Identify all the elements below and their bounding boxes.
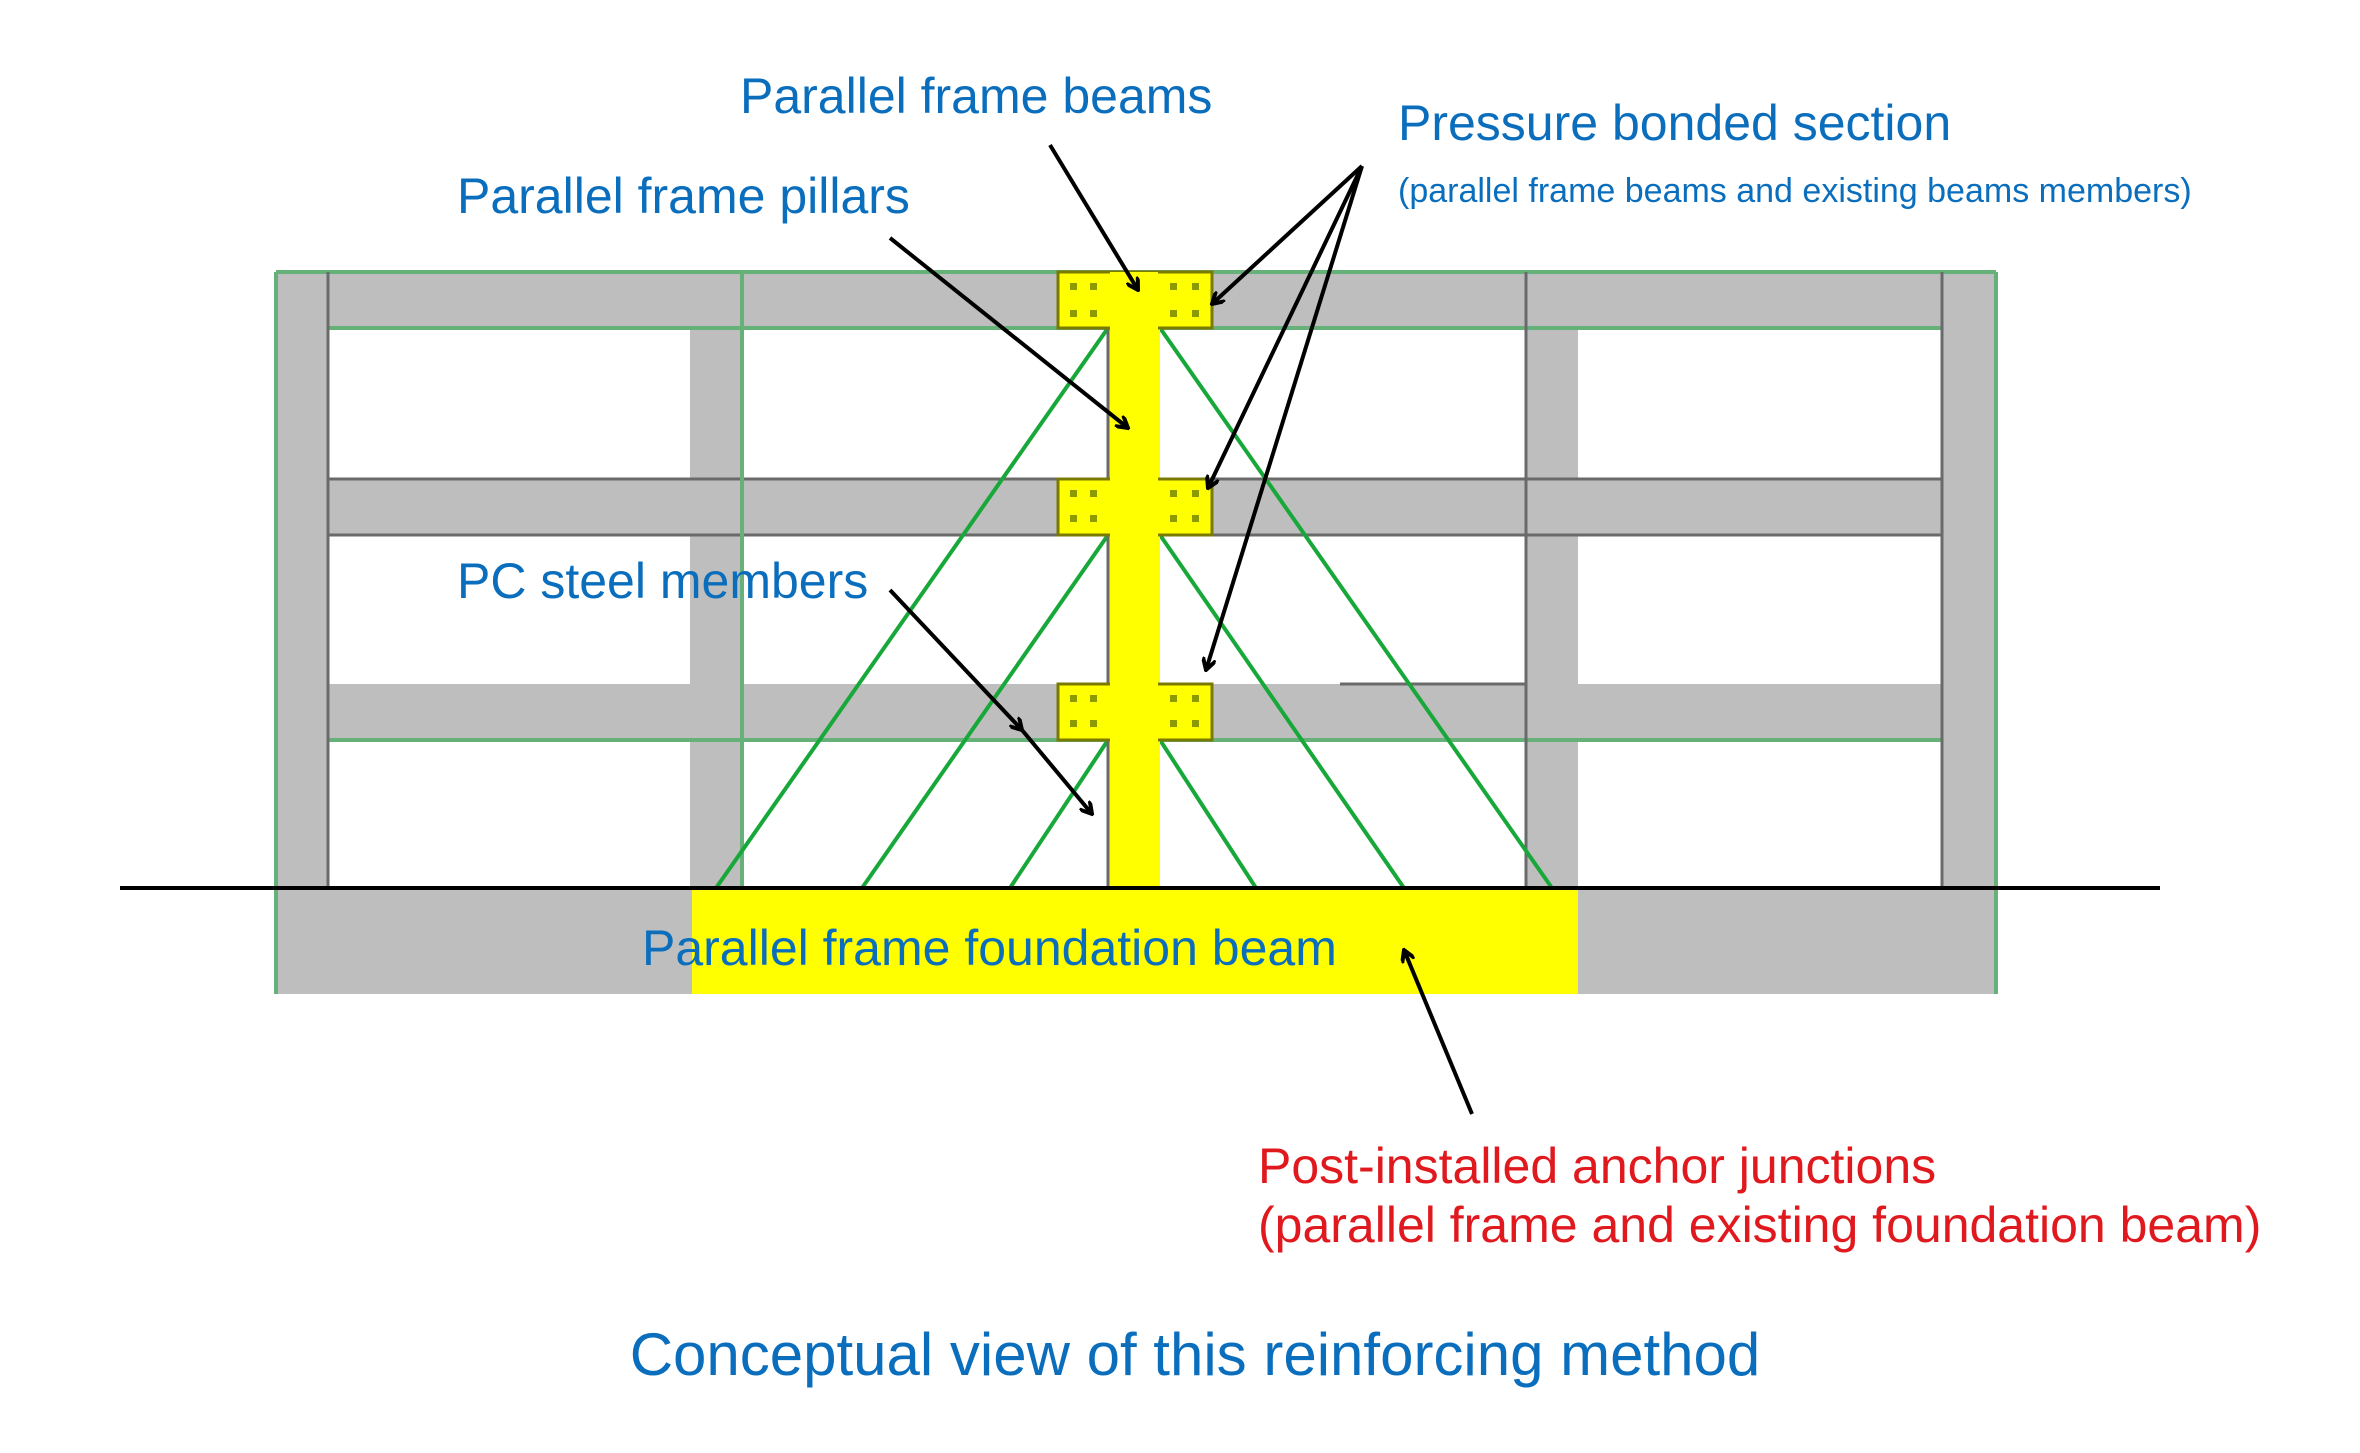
leader-arrows xyxy=(888,143,1474,1115)
label-pressure-bonded-section: Pressure bonded section xyxy=(1398,95,1951,151)
arrow-parallel-frame-beams xyxy=(1048,143,1138,290)
label-pressure-bonded-section-note: (parallel frame beams and existing beams… xyxy=(1398,172,2192,210)
arrow-pc-steel-1 xyxy=(888,588,1022,730)
pc-steel-member xyxy=(1008,738,1110,890)
parallel-frame xyxy=(692,270,1578,994)
arrow-pressure-bonded-roof xyxy=(1212,164,1364,304)
label-parallel-frame-foundation-beam: Parallel frame foundation beam xyxy=(642,920,1337,976)
parallel-frame-foundation-beam xyxy=(692,890,1578,994)
pc-steel-member xyxy=(1158,738,1258,890)
existing-column-4 xyxy=(1942,272,1994,888)
pc-steel-member xyxy=(1158,326,1554,890)
labels: Parallel frame beams Parallel frame pill… xyxy=(457,68,2261,1388)
pc-steel-member xyxy=(1158,533,1406,890)
pc-steel-member xyxy=(860,533,1110,890)
label-pc-steel-members: PC steel members xyxy=(457,553,868,609)
arrow-pressure-bonded-floor-2 xyxy=(1206,165,1364,670)
existing-column-3 xyxy=(1526,272,1578,888)
pc-steel-members xyxy=(714,326,1554,890)
arrow-pc-steel-2 xyxy=(1020,728,1092,814)
arrow-pressure-bonded-floor-3 xyxy=(1208,165,1364,488)
anchor-dots xyxy=(1070,283,1199,727)
arrow-parallel-frame-pillars xyxy=(888,236,1128,428)
diagram-title: Conceptual view of this reinforcing meth… xyxy=(630,1321,1761,1388)
existing-column-1 xyxy=(276,272,328,888)
label-post-installed-anchor-junctions: Post-installed anchor junctions xyxy=(1258,1138,1936,1194)
label-parallel-frame-beams: Parallel frame beams xyxy=(740,68,1212,124)
parallel-frame-pillar-core xyxy=(1110,272,1158,890)
pc-steel-member xyxy=(714,326,1110,890)
label-parallel-frame-pillars: Parallel frame pillars xyxy=(457,168,910,224)
label-post-installed-anchor-junctions-note: (parallel frame and existing foundation … xyxy=(1258,1197,2261,1253)
existing-column-2 xyxy=(690,272,742,888)
arrow-anchor-junctions xyxy=(1404,950,1474,1115)
